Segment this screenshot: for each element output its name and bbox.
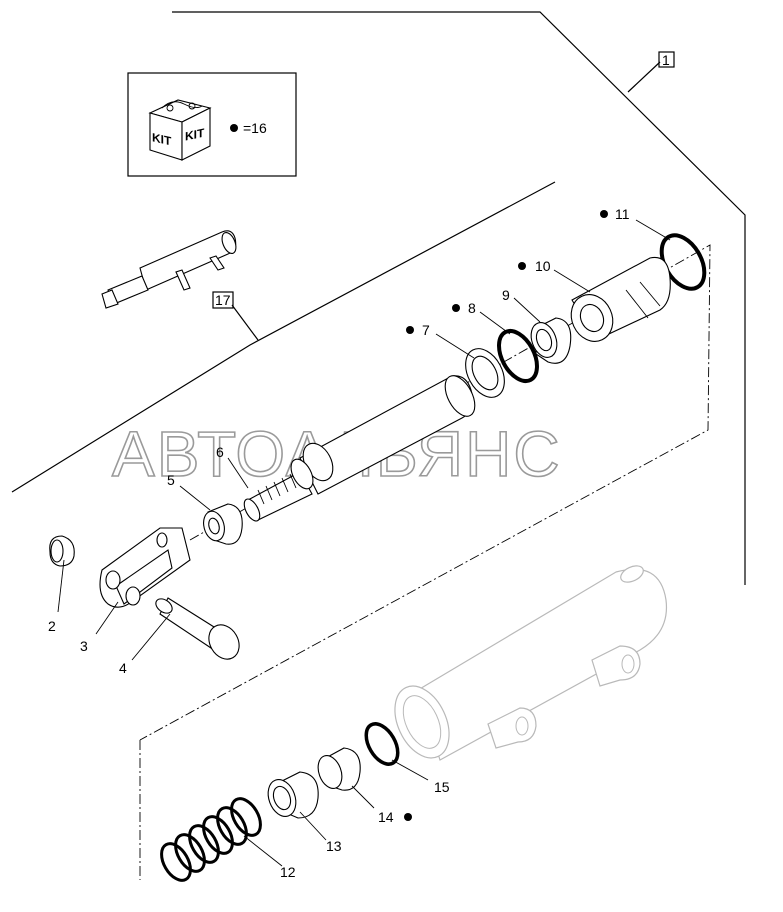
callout-10[interactable]: 10 xyxy=(518,258,551,274)
cylinder-assembly-thumbnail[interactable] xyxy=(101,230,239,309)
subassembly-reference-label: 17 xyxy=(215,292,231,308)
callout-3[interactable]: 3 xyxy=(80,638,88,654)
callout-14-label: 14 xyxy=(378,809,394,825)
callout-8[interactable]: 8 xyxy=(452,300,476,316)
callout-6-label: 6 xyxy=(216,444,224,460)
callout-15[interactable]: 15 xyxy=(434,779,450,795)
part-14-bushing[interactable] xyxy=(314,747,361,792)
part-2-cap[interactable] xyxy=(49,535,75,567)
callout-2-label: 2 xyxy=(48,618,56,634)
callout-10-label: 10 xyxy=(535,258,551,274)
callout-13-label: 13 xyxy=(326,838,342,854)
part-7-ring[interactable] xyxy=(458,342,512,404)
part-8-oring[interactable] xyxy=(491,325,545,388)
part-6-piston-rod[interactable] xyxy=(241,371,481,523)
subassembly-reference-box[interactable]: 17 xyxy=(212,291,234,309)
kit-legend: KIT KIT =16 xyxy=(127,72,297,177)
explode-boundary-upper xyxy=(139,244,711,741)
callout-8-label: 8 xyxy=(468,300,476,316)
kit-box-icon: KIT KIT xyxy=(148,99,212,161)
assembly-frame-line xyxy=(172,11,746,585)
callout-14[interactable]: 14 xyxy=(378,809,412,825)
callout-11[interactable]: 11 xyxy=(600,206,630,222)
kit-bullet-icon xyxy=(452,304,460,312)
assembly-reference-box[interactable]: 1 xyxy=(658,51,675,68)
callout-12[interactable]: 12 xyxy=(280,864,296,880)
callout-12-label: 12 xyxy=(280,864,296,880)
kit-icon-text-right: KIT xyxy=(185,126,205,144)
part-9-bushing[interactable] xyxy=(527,317,572,364)
part-5-nut[interactable] xyxy=(200,503,243,545)
callout-9[interactable]: 9 xyxy=(502,287,510,303)
callout-7[interactable]: 7 xyxy=(406,322,430,338)
callout-5-label: 5 xyxy=(167,472,175,488)
callout-2[interactable]: 2 xyxy=(48,618,56,634)
subassembly-separator-line xyxy=(11,181,556,493)
callout-3-label: 3 xyxy=(80,638,88,654)
kit-bullet-icon xyxy=(518,262,526,270)
callout-4[interactable]: 4 xyxy=(119,660,127,676)
callout-5[interactable]: 5 xyxy=(167,472,175,488)
callout-11-label: 11 xyxy=(615,206,630,222)
part-13-bushing[interactable] xyxy=(263,771,319,820)
ghost-cylinder-barrel xyxy=(394,565,668,761)
part-12-ring-stack[interactable] xyxy=(156,794,267,886)
part-15-oring[interactable] xyxy=(360,718,405,769)
callout-15-label: 15 xyxy=(434,779,450,795)
assembly-reference-label: 1 xyxy=(662,52,670,68)
callout-6[interactable]: 6 xyxy=(216,444,224,460)
kit-bullet-icon xyxy=(404,813,412,821)
part-4-pin[interactable] xyxy=(153,596,245,665)
kit-icon-text-left: KIT xyxy=(152,130,172,148)
callout-4-label: 4 xyxy=(119,660,127,676)
callout-7-label: 7 xyxy=(422,322,430,338)
callout-9-label: 9 xyxy=(502,287,510,303)
callout-13[interactable]: 13 xyxy=(326,838,342,854)
assembly-leader-1 xyxy=(627,61,661,93)
part-10-piston-head[interactable] xyxy=(564,256,671,348)
callout-leaders xyxy=(57,219,671,867)
kit-bullet-icon xyxy=(406,326,414,334)
kit-bullet-icon xyxy=(230,124,238,132)
subassembly-leader-17 xyxy=(231,304,259,341)
kit-legend-equals: =16 xyxy=(243,120,267,136)
part-3-clevis[interactable] xyxy=(99,527,191,608)
kit-bullet-icon xyxy=(600,210,608,218)
